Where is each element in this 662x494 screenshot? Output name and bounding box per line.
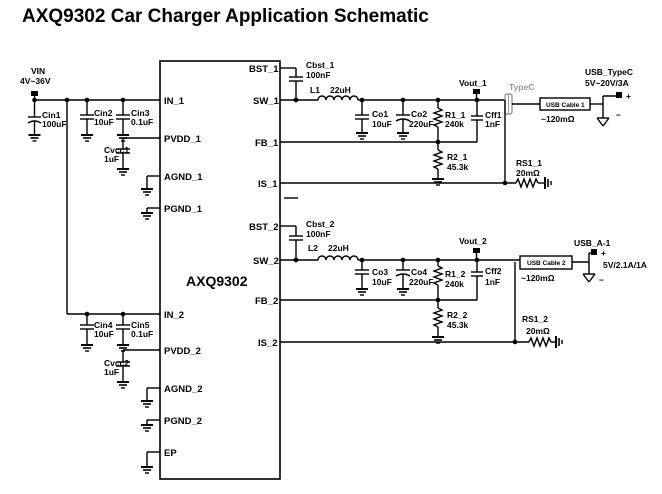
cff1-value: 1nF <box>485 119 500 129</box>
typec-minus: − <box>616 110 621 120</box>
co1-ref: Co1 <box>372 109 388 119</box>
channel-2-output: Cbst_2 100nF L2 22uH Co3 10uF Co4 220uF <box>280 219 647 349</box>
r22-value: 45.3k <box>447 320 469 330</box>
cvcc1-value: 1uF <box>104 154 119 164</box>
cin4-value: 10uF <box>94 329 114 339</box>
chip-body <box>159 60 281 480</box>
co4-ref: Co4 <box>411 267 427 277</box>
usba-plus: + <box>601 248 606 258</box>
rs11-value: 20mΩ <box>516 168 540 178</box>
cable2-resistance: ~120mΩ <box>521 273 555 283</box>
cvcc2-value: 1uF <box>104 367 119 377</box>
co3-value: 10uF <box>372 277 392 287</box>
typec-output-rating: 5V~20V/3A <box>585 78 629 88</box>
vin-range: 4V~36V <box>20 76 51 86</box>
co2-value: 220uF <box>409 119 434 129</box>
pin-agnd-1: AGND_1 <box>164 172 203 183</box>
pin-pgnd-1: PGND_1 <box>164 204 203 215</box>
cff1-ref: Cff1 <box>485 110 502 120</box>
r11-ref: R1_1 <box>445 110 466 120</box>
l1-value: 22uH <box>330 85 351 95</box>
co4-value: 220uF <box>409 277 434 287</box>
r21-value: 45.3k <box>447 162 469 172</box>
cin5-value: 0.1uF <box>131 329 153 339</box>
cable2-label: USB Cable 2 <box>527 260 566 267</box>
cff2-value: 1nF <box>485 277 500 287</box>
r22-ref: R2_2 <box>447 310 468 320</box>
r21-ref: R2_1 <box>447 152 468 162</box>
cable1-label: USB Cable 1 <box>546 102 585 109</box>
l2-ref: L2 <box>308 243 318 253</box>
pin-fb-2: FB_2 <box>255 296 278 307</box>
pin-bst-2: BST_2 <box>249 222 279 233</box>
vin-label: VIN <box>31 66 45 76</box>
typec-output-name: USB_TypeC <box>585 67 633 77</box>
cbst2-value: 100nF <box>306 229 331 239</box>
cin3-value: 0.1uF <box>131 117 153 127</box>
typec-connector-label: TypeC <box>509 82 534 92</box>
page-title: AXQ9302 Car Charger Application Schemati… <box>22 6 429 27</box>
chip-name: AXQ9302 <box>186 273 248 289</box>
vout2-label: Vout_2 <box>459 236 487 246</box>
usba-minus: − <box>599 275 604 285</box>
channel-1-output: Cbst_1 100nF L1 22uH Co1 10uF Co2 220uF <box>280 60 633 190</box>
co2-ref: Co2 <box>411 109 427 119</box>
r12-ref: R1_2 <box>445 269 466 279</box>
cin3-ref: Cin3 <box>131 108 150 118</box>
cvcc2-ref: Cvcc2 <box>104 358 129 368</box>
pin-sw-2: SW_2 <box>253 256 279 267</box>
pin-agnd-2: AGND_2 <box>164 384 203 395</box>
pin-sw-1: SW_1 <box>253 96 280 107</box>
rs11-ref: RS1_1 <box>516 158 542 168</box>
cbst1-value: 100nF <box>306 70 331 80</box>
usba-output-rating: 5V/2.1A/1A <box>603 260 647 270</box>
pin-is-1: IS_1 <box>258 179 278 190</box>
usba-output-name: USB_A-1 <box>574 238 611 248</box>
cin1-value: 100uF <box>42 119 67 129</box>
cable1-resistance: ~120mΩ <box>541 114 575 124</box>
co3-ref: Co3 <box>372 267 388 277</box>
cin1-ref: Cin1 <box>42 110 61 120</box>
pin-ep: EP <box>164 448 177 459</box>
pin-in-1: IN_1 <box>164 96 185 107</box>
cff2-ref: Cff2 <box>485 266 502 276</box>
pin-in-2: IN_2 <box>164 310 184 321</box>
typec-plus: + <box>626 91 631 101</box>
cin4-ref: Cin4 <box>94 320 113 330</box>
vout1-label: Vout_1 <box>459 78 487 88</box>
co1-value: 10uF <box>372 119 392 129</box>
cbst1-ref: Cbst_1 <box>306 60 335 70</box>
pin-pgnd-2: PGND_2 <box>164 416 202 427</box>
rs12-value: 20mΩ <box>526 326 550 336</box>
cvcc1-ref: Cvcc1 <box>104 145 129 155</box>
l2-value: 22uH <box>328 243 349 253</box>
cin2-value: 10uF <box>94 117 114 127</box>
pin-pvdd-1: PVDD_1 <box>164 134 202 145</box>
cbst2-ref: Cbst_2 <box>306 219 335 229</box>
pin-is-2: IS_2 <box>258 338 278 349</box>
r12-value: 240k <box>445 279 464 289</box>
cin2-ref: Cin2 <box>94 108 113 118</box>
input-section: VIN 4V~36V Cin1 100uF Cin2 10uF Cin3 0.1… <box>20 66 160 474</box>
cin5-ref: Cin5 <box>131 320 150 330</box>
pin-bst-1: BST_1 <box>249 64 279 75</box>
l1-ref: L1 <box>310 85 320 95</box>
r11-value: 240k <box>445 119 464 129</box>
pin-pvdd-2: PVDD_2 <box>164 346 201 357</box>
rs12-ref: RS1_2 <box>522 314 548 324</box>
pin-fb-1: FB_1 <box>255 138 279 149</box>
